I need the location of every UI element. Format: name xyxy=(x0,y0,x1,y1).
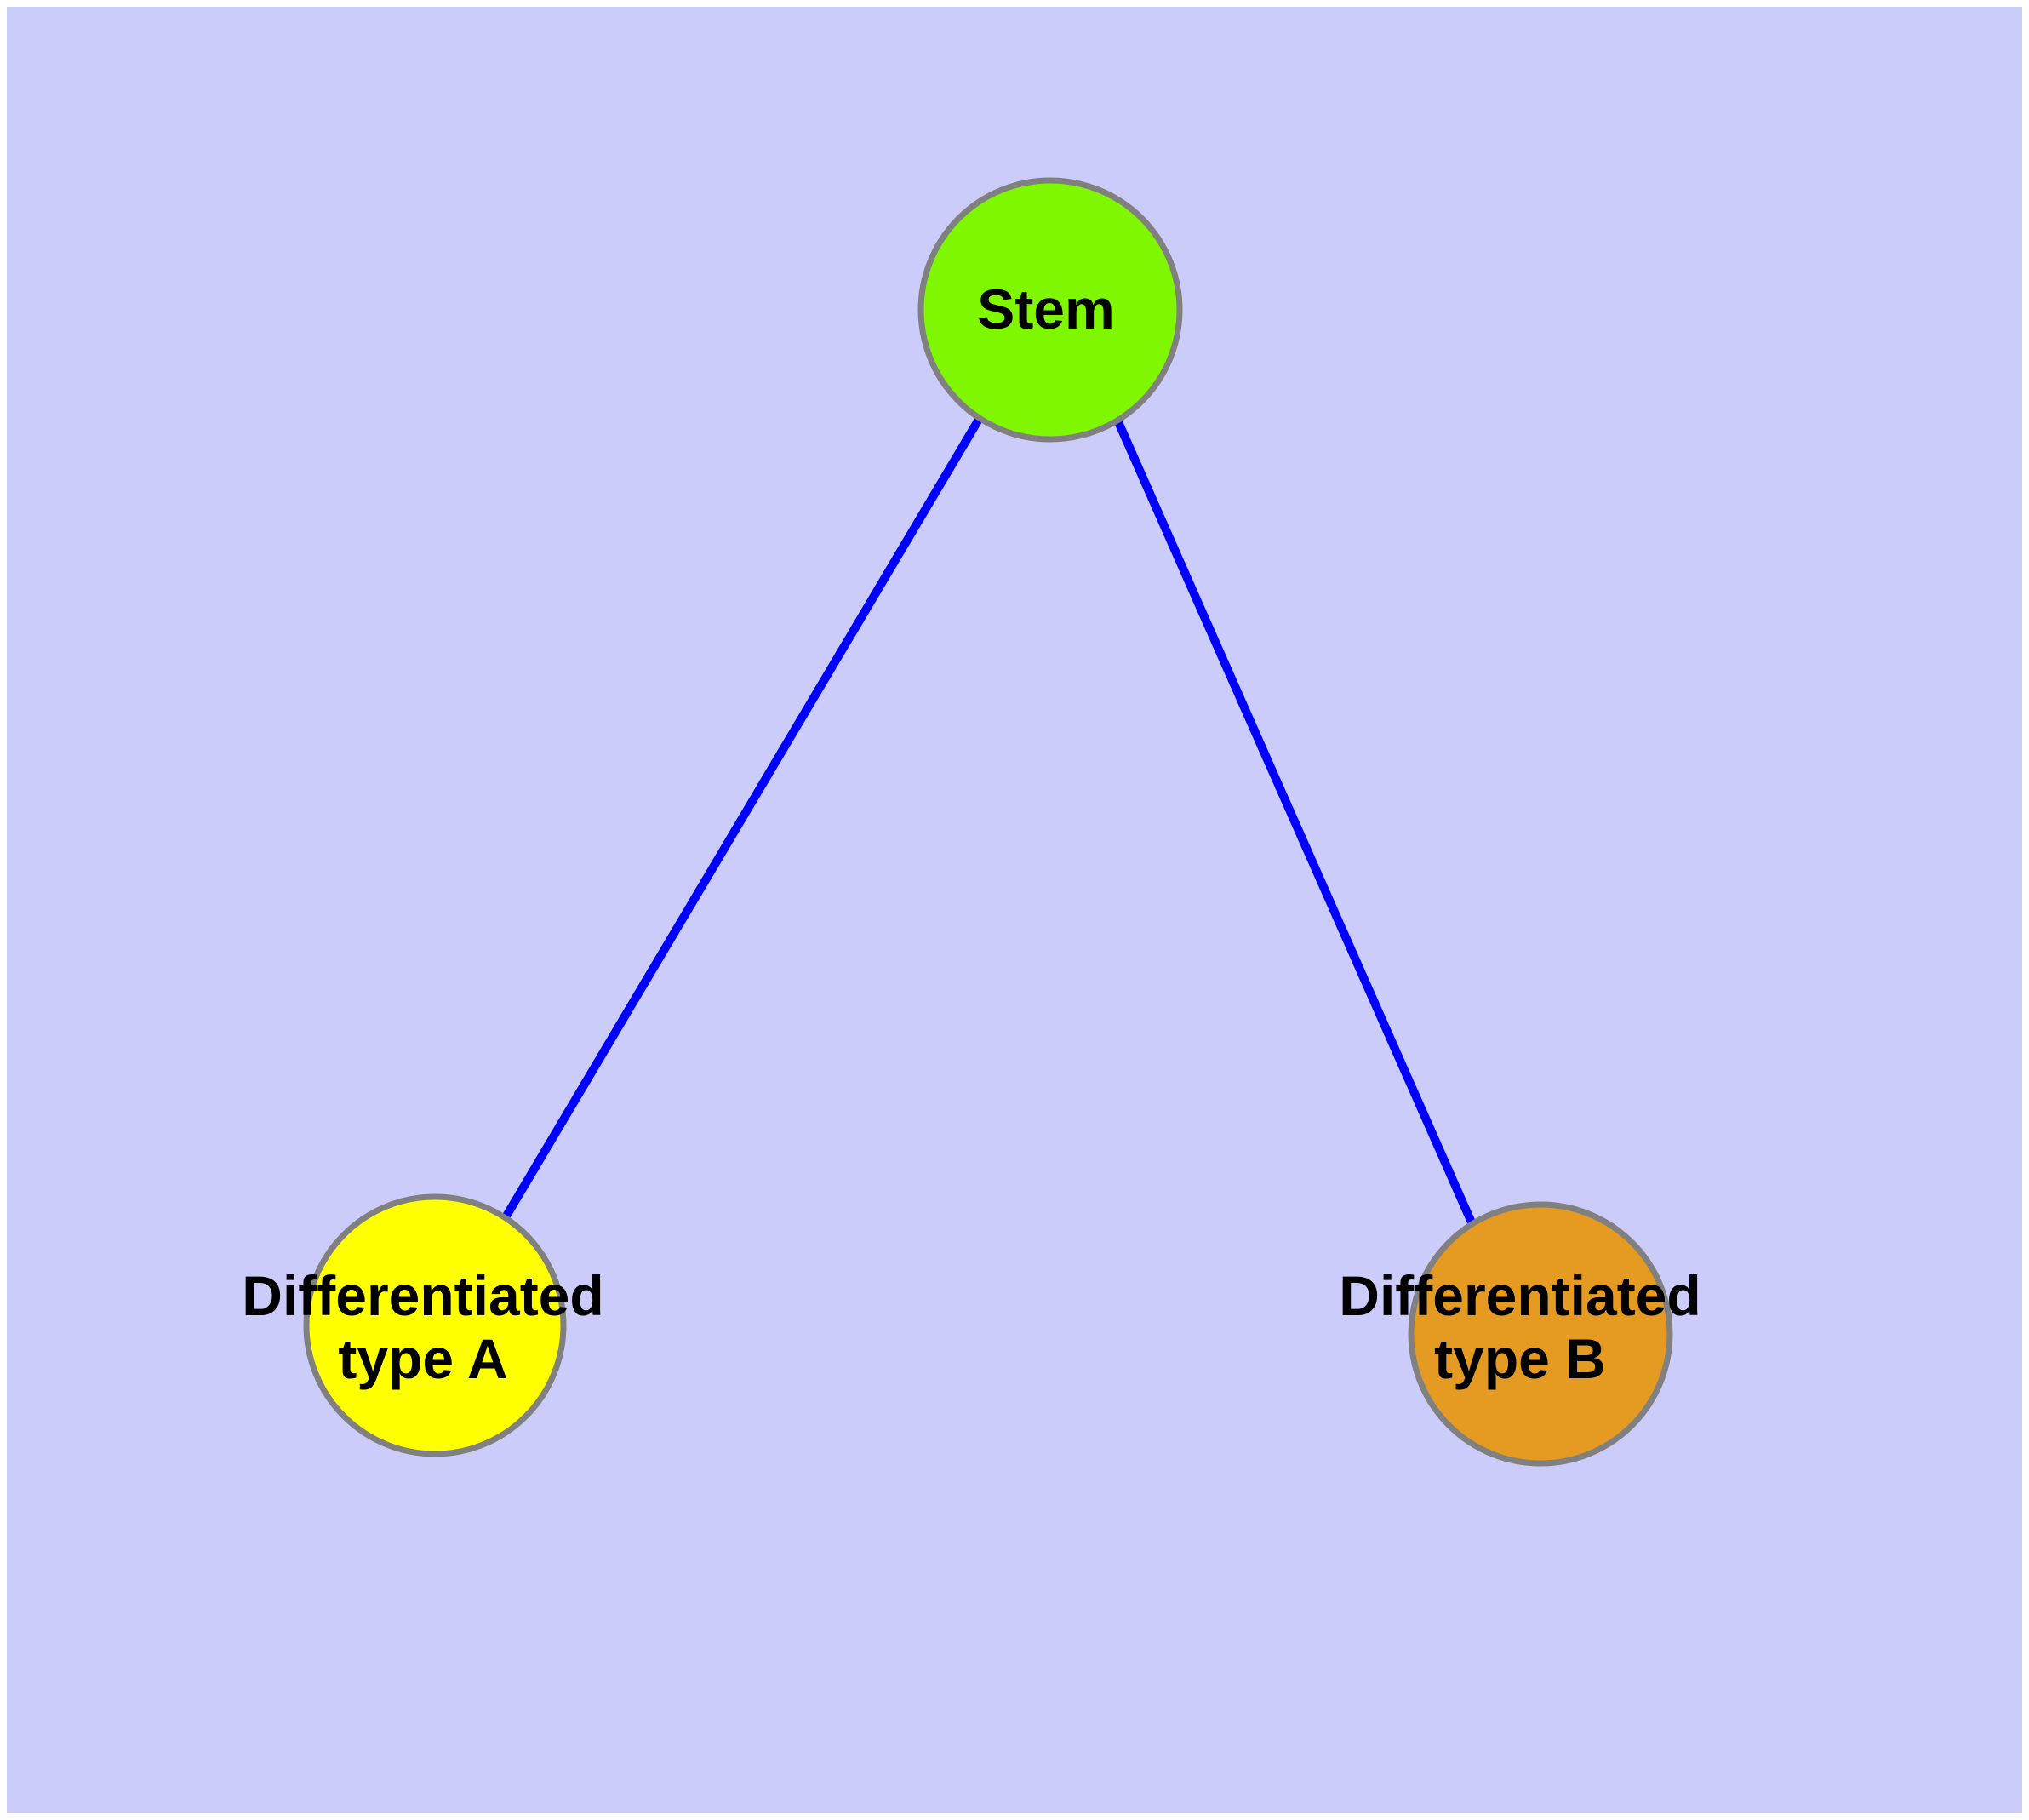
node-circle-stem[interactable] xyxy=(917,177,1183,443)
edge-layer xyxy=(501,414,1476,1225)
node-circle-differentiated-type-b[interactable] xyxy=(1408,1201,1673,1467)
edge-stem-to-type-b[interactable] xyxy=(1112,414,1476,1225)
graph-svg xyxy=(303,177,1673,1467)
node-layer xyxy=(303,177,1673,1467)
edge-stem-to-type-a[interactable] xyxy=(501,415,984,1220)
diagram-plot-area: Stem Differentiated type A Differentiate… xyxy=(7,7,2022,1813)
node-circle-differentiated-type-a[interactable] xyxy=(303,1193,567,1457)
